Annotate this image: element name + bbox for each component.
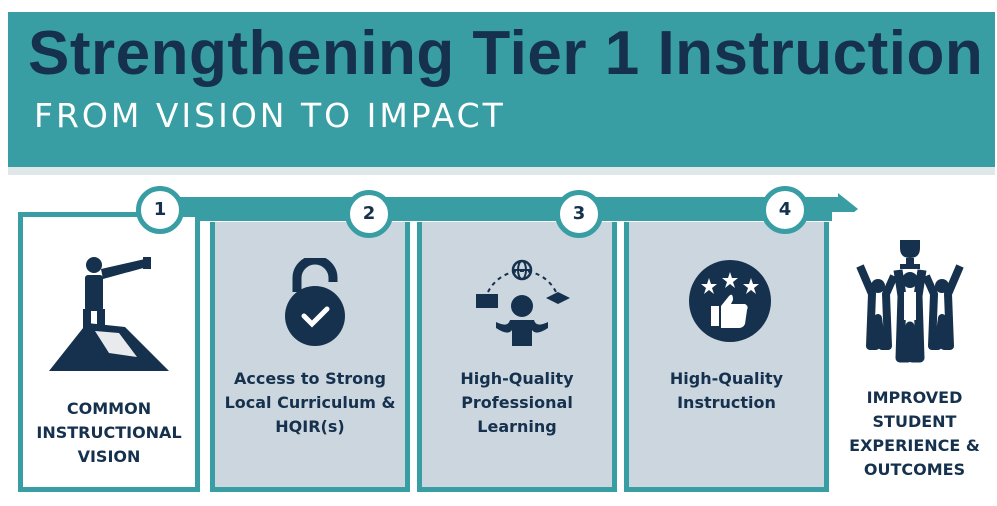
step-label: High-Quality Instruction xyxy=(669,369,784,412)
outcome-card: IMPROVED STUDENT EXPERIENCE & OUTCOMES xyxy=(832,212,997,492)
learner-ideas-icon xyxy=(476,259,570,346)
step-number-badge: 1 xyxy=(136,186,184,234)
unlocked-padlock-icon xyxy=(285,258,345,346)
page-subtitle: FROM VISION TO IMPACT xyxy=(34,96,506,135)
celebrating-students-trophy-icon xyxy=(856,240,964,363)
step-card-instruction: High-Quality Instruction xyxy=(624,222,829,492)
step-number-badge: 4 xyxy=(761,186,809,234)
step-label: Access to Strong Local Curriculum & HQIR… xyxy=(224,369,396,436)
thumbs-up-stars-icon xyxy=(689,260,771,342)
header-divider xyxy=(8,167,995,175)
telescope-person-icon xyxy=(49,257,169,371)
header-banner xyxy=(8,12,995,167)
step-card-vision: COMMON INSTRUCTIONAL VISION xyxy=(18,212,200,492)
page-title: Strengthening Tier 1 Instruction xyxy=(28,19,984,88)
step-number-badge: 3 xyxy=(555,190,603,238)
step-number-badge: 2 xyxy=(345,190,393,238)
step-card-professional-learning: High-Quality Professional Learning xyxy=(417,222,617,492)
outcome-label: IMPROVED STUDENT EXPERIENCE & OUTCOMES xyxy=(849,388,980,479)
step-label: COMMON INSTRUCTIONAL VISION xyxy=(36,399,182,466)
step-card-curriculum: Access to Strong Local Curriculum & HQIR… xyxy=(210,222,410,492)
step-label: High-Quality Professional Learning xyxy=(460,369,574,436)
progress-arrow xyxy=(160,197,840,221)
